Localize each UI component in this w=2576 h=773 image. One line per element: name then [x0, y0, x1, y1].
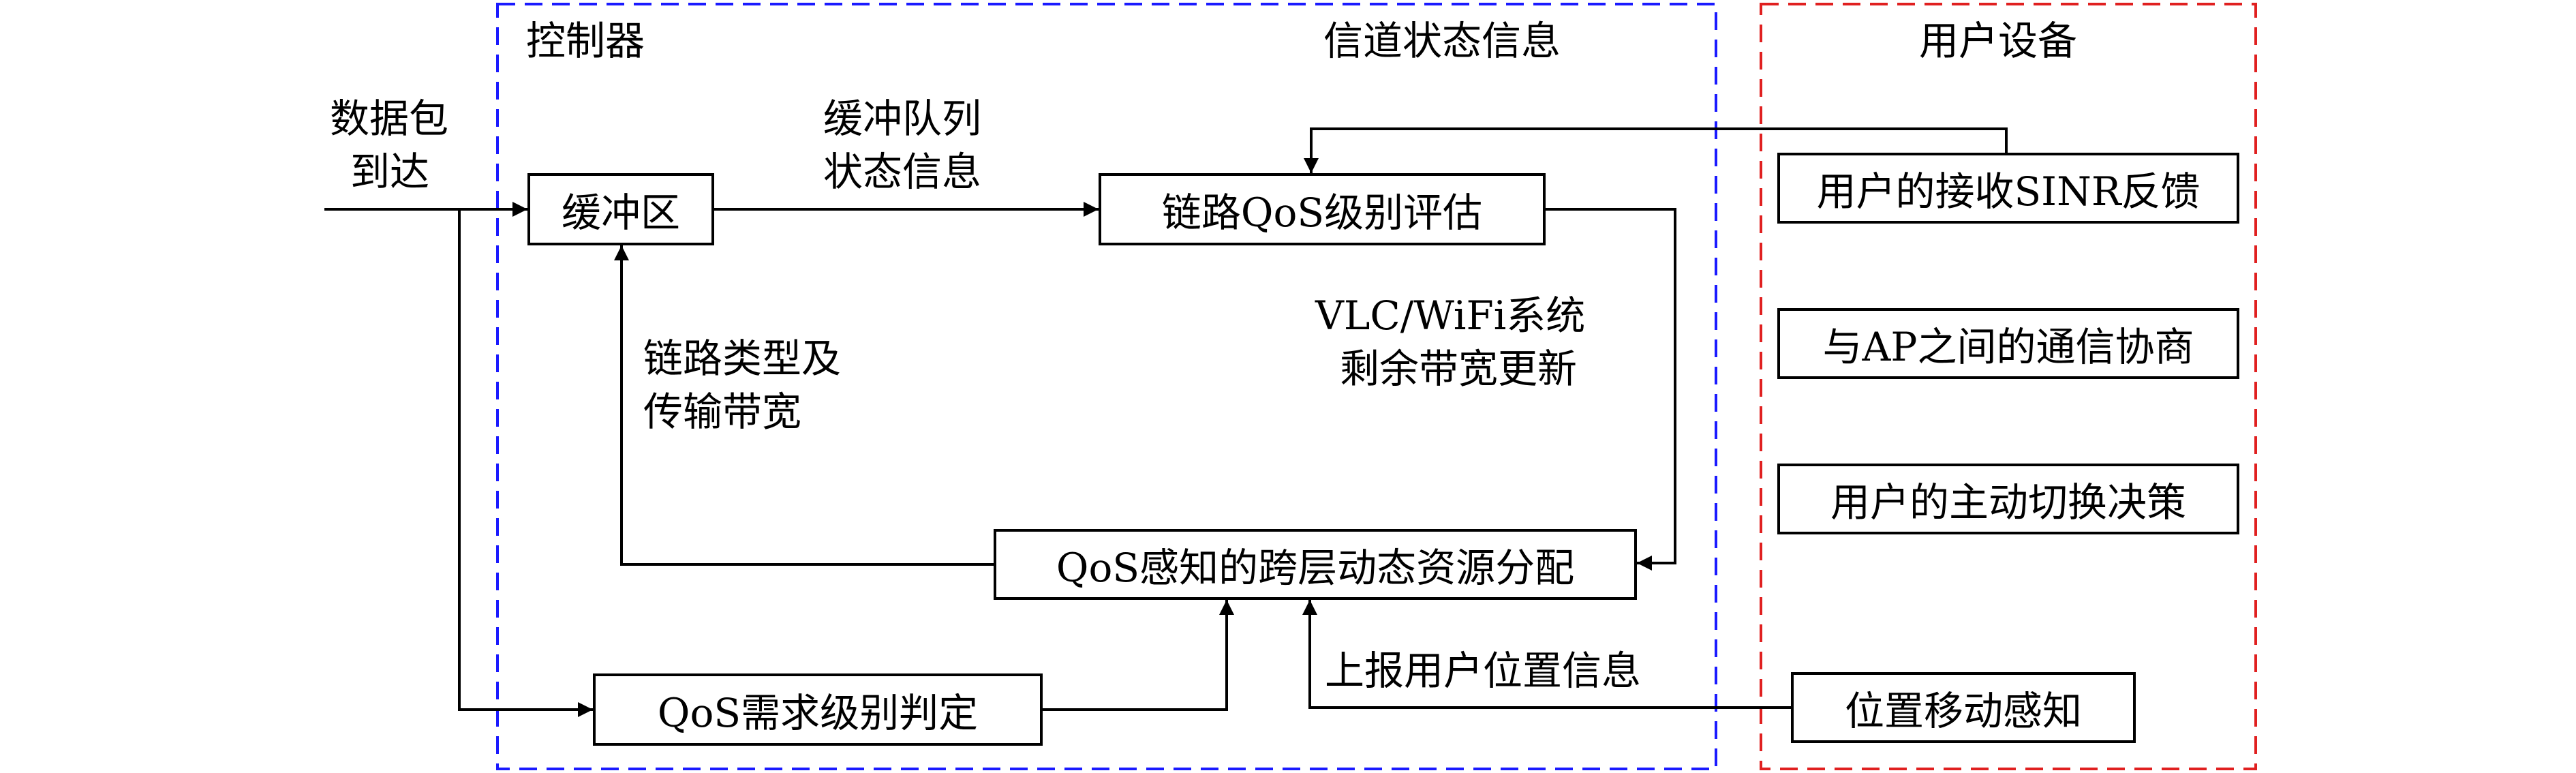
sinr-to-link-eval-arrow [1304, 127, 2008, 173]
bandwidth-update-label-line2: 剩余带宽更新 [1340, 346, 1578, 392]
bandwidth-update-label-line1: VLC/WiFi系统 [1315, 292, 1586, 339]
qos-demand-to-allocation-arrow [1043, 600, 1234, 711]
controller-region-label: 控制器 [526, 18, 645, 64]
ap-negotiation-node: 与AP之间的通信协商 [1777, 308, 2239, 379]
buffer-state-label-line1: 缓冲队列 [823, 95, 982, 142]
user-device-region-border [1760, 3, 2257, 770]
arrival-label-line2: 到达 [350, 149, 430, 195]
allocation-node: QoS感知的跨层动态资源分配 [994, 529, 1637, 600]
allocation-to-buffer-arrow [614, 245, 994, 566]
buffer-state-label-line2: 状态信息 [823, 149, 982, 195]
handover-node: 用户的主动切换决策 [1777, 464, 2239, 534]
link-type-label-line2: 传输带宽 [643, 389, 802, 435]
position-report-label: 上报用户位置信息 [1325, 648, 1642, 694]
arrival-label-line1: 数据包 [330, 95, 449, 142]
position-to-allocation-arrow [1302, 600, 1791, 709]
link-eval-to-allocation-arrow [1546, 208, 1676, 571]
buffer-node: 缓冲区 [527, 173, 714, 245]
channel-state-region-label: 信道状态信息 [1323, 18, 1561, 64]
sinr-feedback-node: 用户的接收SINR反馈 [1777, 153, 2239, 224]
link-eval-node: 链路QoS级别评估 [1099, 173, 1546, 245]
qos-demand-node: QoS需求级别判定 [593, 673, 1043, 746]
controller-region-border [496, 3, 1717, 770]
arrival-to-qos-demand-arrow [458, 209, 593, 717]
link-type-label-line1: 链路类型及 [643, 335, 842, 382]
user-device-region-label: 用户设备 [1919, 18, 2078, 64]
position-sensing-node: 位置移动感知 [1791, 672, 2136, 743]
